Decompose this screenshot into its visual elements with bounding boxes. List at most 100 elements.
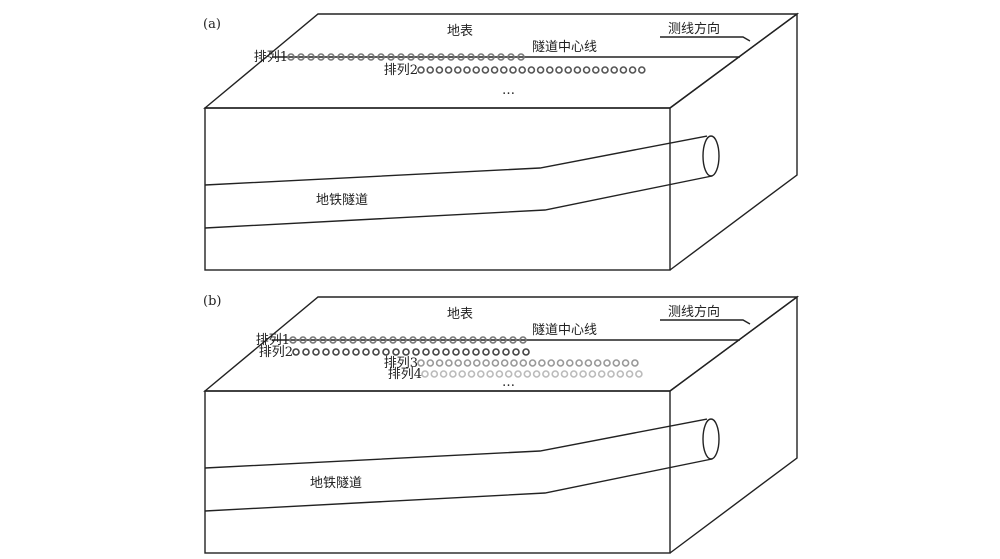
centerline-label: 隧道中心线 bbox=[532, 39, 597, 55]
receiver-point bbox=[569, 370, 578, 378]
receiver-point bbox=[412, 348, 420, 356]
receiver-point bbox=[417, 359, 425, 367]
receiver-point bbox=[427, 53, 435, 61]
receiver-point bbox=[492, 348, 500, 356]
receiver-point bbox=[575, 359, 583, 367]
receiver-point bbox=[556, 359, 565, 367]
receiver-point bbox=[389, 336, 397, 344]
receiver-point bbox=[397, 53, 405, 61]
side-face bbox=[669, 12, 798, 271]
receiver-point bbox=[628, 66, 637, 74]
side-face bbox=[669, 295, 798, 554]
receiver-point bbox=[490, 66, 499, 74]
receiver-point bbox=[482, 348, 490, 356]
receiver-point bbox=[458, 370, 467, 378]
receiver-point bbox=[593, 359, 602, 367]
receiver-point bbox=[417, 53, 425, 61]
tunnel-upper-edge bbox=[204, 418, 708, 469]
surface-label: 地表 bbox=[447, 24, 473, 39]
array-label: 排列1 bbox=[256, 333, 290, 348]
receiver-point bbox=[573, 66, 582, 74]
receiver-point bbox=[287, 53, 295, 61]
receiver-point bbox=[616, 370, 625, 378]
surface-label: 地表 bbox=[447, 307, 473, 322]
receiver-point bbox=[327, 53, 335, 61]
receiver-point bbox=[463, 66, 471, 74]
receiver-point bbox=[449, 336, 457, 344]
receiver-point bbox=[337, 53, 345, 61]
receiver-point bbox=[476, 370, 485, 378]
tunnel-label: 地铁隧道 bbox=[316, 192, 368, 208]
receiver-point bbox=[349, 336, 357, 344]
receiver-point bbox=[462, 348, 470, 356]
receiver-point bbox=[584, 359, 593, 367]
receiver-point bbox=[319, 336, 327, 344]
array-label: 排列2 bbox=[384, 63, 418, 78]
receiver-point bbox=[637, 66, 646, 74]
receiver-point bbox=[517, 53, 525, 61]
receiver-point bbox=[555, 66, 563, 74]
receiver-point bbox=[292, 348, 300, 356]
direction-label: 测线方向 bbox=[668, 21, 720, 37]
receiver-point bbox=[372, 348, 380, 356]
receiver-point bbox=[421, 370, 429, 378]
receiver-point bbox=[312, 348, 320, 356]
receiver-point bbox=[379, 336, 387, 344]
receiver-point bbox=[332, 348, 340, 356]
receiver-point bbox=[437, 53, 445, 61]
receiver-point bbox=[536, 66, 545, 74]
receiver-point bbox=[377, 53, 385, 61]
receiver-point bbox=[382, 348, 390, 356]
receiver-point bbox=[497, 53, 505, 61]
receiver-point bbox=[612, 359, 621, 367]
receiver-point bbox=[457, 53, 465, 61]
receiver-point bbox=[309, 336, 317, 344]
front-face bbox=[204, 390, 671, 554]
receiver-point bbox=[463, 359, 472, 367]
direction-label: 测线方向 bbox=[668, 304, 720, 320]
receiver-point bbox=[322, 348, 330, 356]
receiver-point bbox=[367, 53, 375, 61]
tunnel-lower-edge bbox=[204, 175, 713, 229]
receiver-point bbox=[454, 359, 463, 367]
receiver-point bbox=[329, 336, 337, 344]
receiver-point bbox=[447, 53, 455, 61]
receiver-point bbox=[519, 359, 528, 367]
panel-label: (b) bbox=[203, 294, 221, 309]
receiver-point bbox=[302, 348, 310, 356]
tunnel-opening bbox=[702, 418, 720, 460]
receiver-point bbox=[317, 53, 325, 61]
receiver-point bbox=[519, 336, 527, 344]
receiver-point bbox=[359, 336, 367, 344]
centerline-label: 隧道中心线 bbox=[532, 322, 597, 338]
direction-arrow-icon bbox=[660, 319, 751, 325]
tunnel-opening bbox=[702, 135, 720, 177]
receiver-point bbox=[392, 348, 400, 356]
receiver-point bbox=[491, 359, 500, 367]
receiver-point bbox=[352, 348, 360, 356]
receiver-point bbox=[449, 370, 457, 378]
receiver-point bbox=[499, 66, 508, 74]
receiver-point bbox=[631, 359, 639, 367]
receiver-point bbox=[472, 348, 480, 356]
direction-arrow-icon bbox=[660, 36, 751, 42]
receiver-point bbox=[481, 66, 490, 74]
receiver-point bbox=[502, 348, 510, 356]
receiver-point bbox=[402, 348, 410, 356]
receiver-point bbox=[564, 66, 573, 74]
receiver-point bbox=[522, 348, 530, 356]
receiver-point bbox=[444, 66, 453, 74]
receiver-point bbox=[472, 66, 481, 74]
receiver-point bbox=[482, 359, 490, 367]
receiver-point bbox=[527, 66, 536, 74]
receiver-point bbox=[369, 336, 377, 344]
receiver-point bbox=[432, 348, 440, 356]
receiver-point bbox=[507, 53, 515, 61]
receiver-point bbox=[538, 359, 546, 367]
receiver-point bbox=[565, 359, 574, 367]
receiver-point bbox=[479, 336, 487, 344]
receiver-point bbox=[469, 336, 477, 344]
receiver-point bbox=[487, 53, 495, 61]
